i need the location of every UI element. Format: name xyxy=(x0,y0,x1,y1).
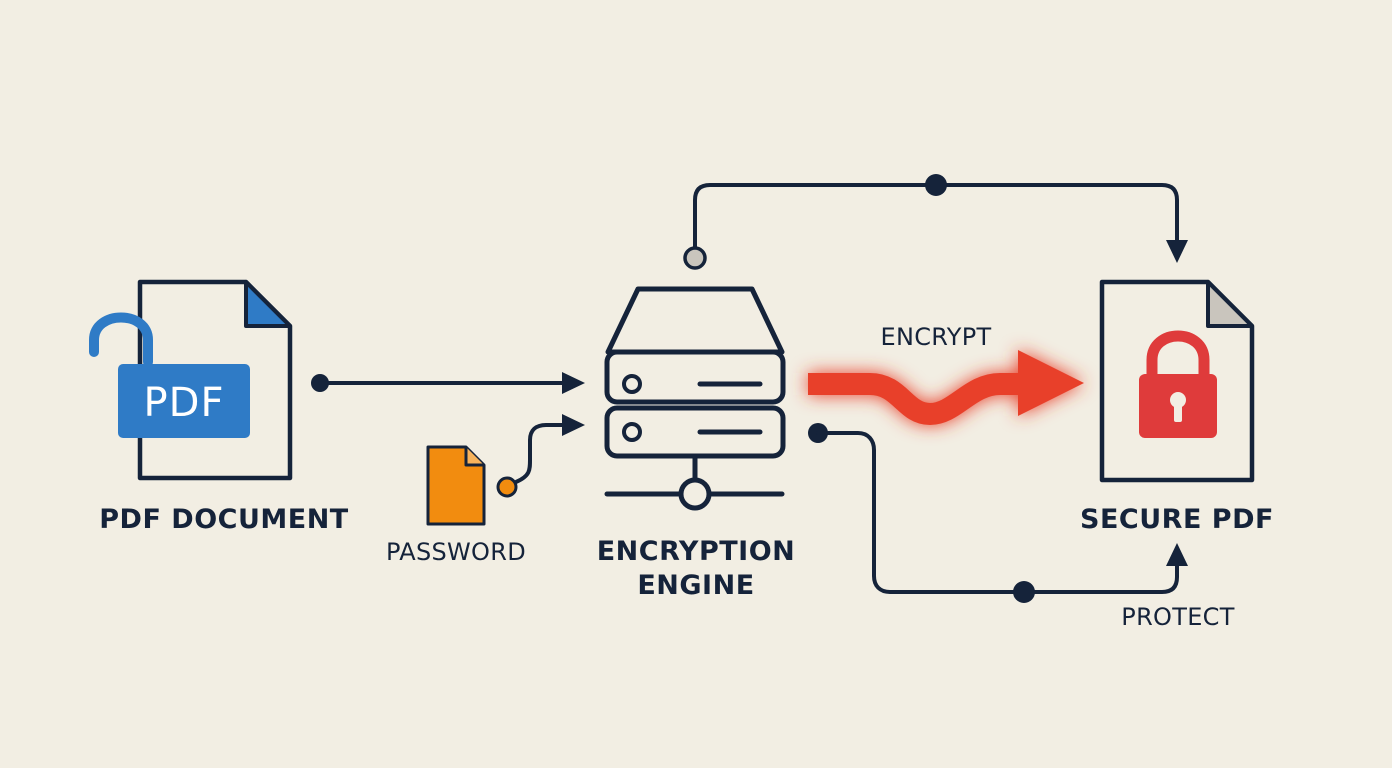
unlocked-pdf-file-icon: PDF xyxy=(89,279,293,481)
pdf-document-label: PDF DOCUMENT xyxy=(99,504,349,535)
edge-start-dot xyxy=(496,476,518,498)
pdf-badge xyxy=(118,364,250,438)
edge-mid-dot xyxy=(925,174,947,196)
secure-pdf-label: SECURE PDF xyxy=(1080,504,1274,535)
arrowhead-icon xyxy=(562,414,585,436)
encrypt-arrow-icon xyxy=(808,350,1084,425)
locked-pdf-file-icon xyxy=(1099,279,1255,483)
server-icon xyxy=(604,286,786,511)
orange-file-icon xyxy=(426,445,486,526)
arrowhead-icon xyxy=(1166,543,1188,566)
edge-encrypt: ENCRYPT xyxy=(808,323,1084,425)
edge-mid-dot xyxy=(1013,581,1035,603)
secure-pdf-node: SECURE PDF xyxy=(1080,279,1274,535)
padlock-icon xyxy=(1139,330,1217,438)
edge-protect: PROTECT xyxy=(808,423,1234,631)
password-node: PASSWORD xyxy=(386,445,526,566)
edge-top-route xyxy=(683,174,1188,270)
protect-label: PROTECT xyxy=(1121,603,1234,631)
pdf-badge-text: PDF xyxy=(144,380,225,426)
edge-pdf-to-engine xyxy=(311,372,585,394)
pdf-document-node: PDF PDF DOCUMENT xyxy=(89,279,349,535)
edge-start-node xyxy=(683,246,707,270)
encrypt-label: ENCRYPT xyxy=(881,323,992,351)
arrowhead-icon xyxy=(562,372,585,394)
arrowhead-icon xyxy=(1166,240,1188,263)
encryption-engine-label-line2: ENGINE xyxy=(637,570,754,601)
password-label: PASSWORD xyxy=(386,538,526,566)
encryption-engine-node: ENCRYPTION ENGINE xyxy=(597,286,796,601)
encryption-engine-label-line1: ENCRYPTION xyxy=(597,536,796,567)
edge-password-to-engine xyxy=(496,414,585,498)
